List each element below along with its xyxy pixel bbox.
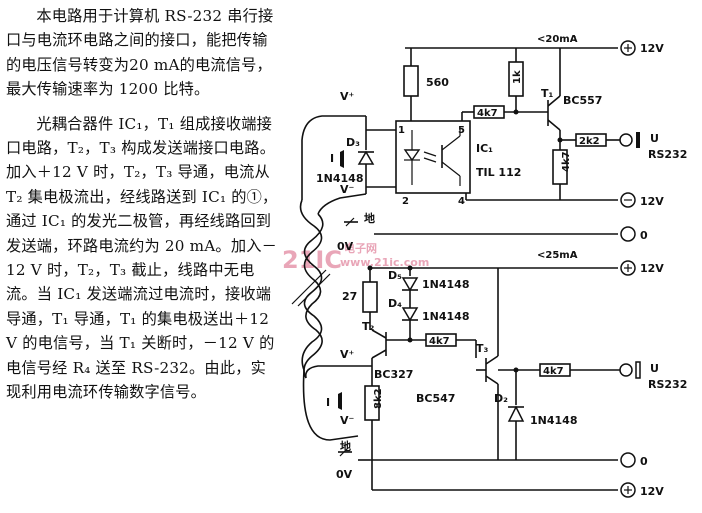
label-0v-lower: 0V xyxy=(336,468,353,481)
label-ground-upper: 地 xyxy=(364,211,375,225)
label-4k7-vertical: 4k7 xyxy=(561,151,572,172)
terminal-out-lower xyxy=(619,363,633,377)
label-plus12-lower: 12V xyxy=(640,262,664,275)
label-27: 27 xyxy=(342,290,357,303)
label-out-u-lower: U xyxy=(650,362,659,375)
label-t2: T₂ xyxy=(362,320,375,333)
label-t1-part: BC557 xyxy=(563,94,602,107)
ic1-optocoupler xyxy=(395,120,471,194)
label-rs232-lower: RS232 xyxy=(648,378,687,391)
twisted-pair-line xyxy=(291,199,331,379)
label-ground-lower: 地 xyxy=(340,439,351,453)
terminal-zero-lower xyxy=(620,452,636,468)
label-plus12-top: 12V xyxy=(640,42,664,55)
description-paragraph-1: 本电路用于计算机 RS-232 串行接口与电流环电路之间的接口，能把传输的电压信… xyxy=(6,7,274,99)
watermark-url: www.21ic.com xyxy=(340,256,429,269)
label-ic1: IC₁ xyxy=(476,142,493,155)
label-current-20ma: <20mA xyxy=(537,34,578,45)
label-t1: T₁ xyxy=(541,87,554,100)
label-current-i-upper: I xyxy=(330,152,334,165)
label-minus12-upper: 12V xyxy=(640,195,664,208)
diode-d2 xyxy=(507,405,525,422)
label-vplus-lower: V⁺ xyxy=(340,348,355,361)
resistor-27 xyxy=(362,281,378,313)
label-d2-part: 1N4148 xyxy=(530,414,577,427)
label-current-i-lower: I xyxy=(326,396,330,409)
label-0v-upper: 0V xyxy=(337,240,354,253)
label-ic1-part: TIL 112 xyxy=(476,166,521,179)
terminal-out-upper xyxy=(619,133,633,147)
watermark-sub: 电子网 xyxy=(344,241,377,255)
label-rs232-upper: RS232 xyxy=(648,148,687,161)
label-d3-part: 1N4148 xyxy=(316,172,363,185)
watermark: 21IC 电子网 www.21ic.com xyxy=(282,241,429,274)
label-4k7-upper: 4k7 xyxy=(477,108,498,119)
label-d4: D₄ xyxy=(388,297,402,310)
label-vminus-upper: V⁻ xyxy=(340,183,355,196)
label-zero-mid: 0 xyxy=(640,229,648,242)
label-vplus-upper: V⁺ xyxy=(340,90,355,103)
label-4k7-base: 4k7 xyxy=(429,336,450,347)
label-1k: 1k xyxy=(512,70,523,84)
label-8k2: 8k2 xyxy=(373,388,384,409)
label-2k2: 2k2 xyxy=(579,136,600,147)
label-current-25ma: <25mA xyxy=(537,250,578,261)
description-text: 本电路用于计算机 RS-232 串行接口与电流环电路之间的接口，能把传输的电压信… xyxy=(6,4,278,415)
diode-d5 xyxy=(401,277,419,292)
label-vminus-lower: V⁻ xyxy=(340,414,355,427)
label-t3-part: BC547 xyxy=(416,392,455,405)
label-d5: D₅ xyxy=(388,269,402,282)
label-t3: T₃ xyxy=(476,342,489,355)
label-d4-part: 1N4148 xyxy=(422,310,469,323)
label-zero-lower: 0 xyxy=(640,455,648,468)
ic1-pin4: 4 xyxy=(458,196,465,207)
ic1-pin1: 1 xyxy=(398,125,405,136)
label-minus12-lower: 12V xyxy=(640,485,664,498)
label-4k7-out: 4k7 xyxy=(543,366,564,377)
label-d3: D₃ xyxy=(346,136,360,149)
label-560: 560 xyxy=(426,76,449,89)
receiver-circuit: 12V <20mA 560 1k 1 5 2 4 IC₁ TI xyxy=(301,34,687,253)
diode-d3 xyxy=(357,150,375,165)
ic1-pin5: 5 xyxy=(458,125,465,136)
label-d2: D₂ xyxy=(494,392,508,405)
label-out-u-upper: U xyxy=(650,132,659,145)
description-paragraph-2: 光耦合器件 IC₁，T₁ 组成接收端接口电路，T₂，T₃ 构成发送端接口电路。加… xyxy=(6,114,278,402)
label-t2-part: BC327 xyxy=(374,368,413,381)
label-d5-part: 1N4148 xyxy=(422,278,469,291)
watermark-logo: 21IC xyxy=(282,246,342,274)
resistor-560 xyxy=(403,65,419,97)
diode-d4 xyxy=(401,307,419,322)
ic1-pin2: 2 xyxy=(402,196,409,207)
transmitter-circuit: <25mA 12V 27 D₅ 1N4148 D₄ 1N4148 T₂ BC32… xyxy=(302,250,687,498)
terminal-zero-mid xyxy=(620,226,636,242)
